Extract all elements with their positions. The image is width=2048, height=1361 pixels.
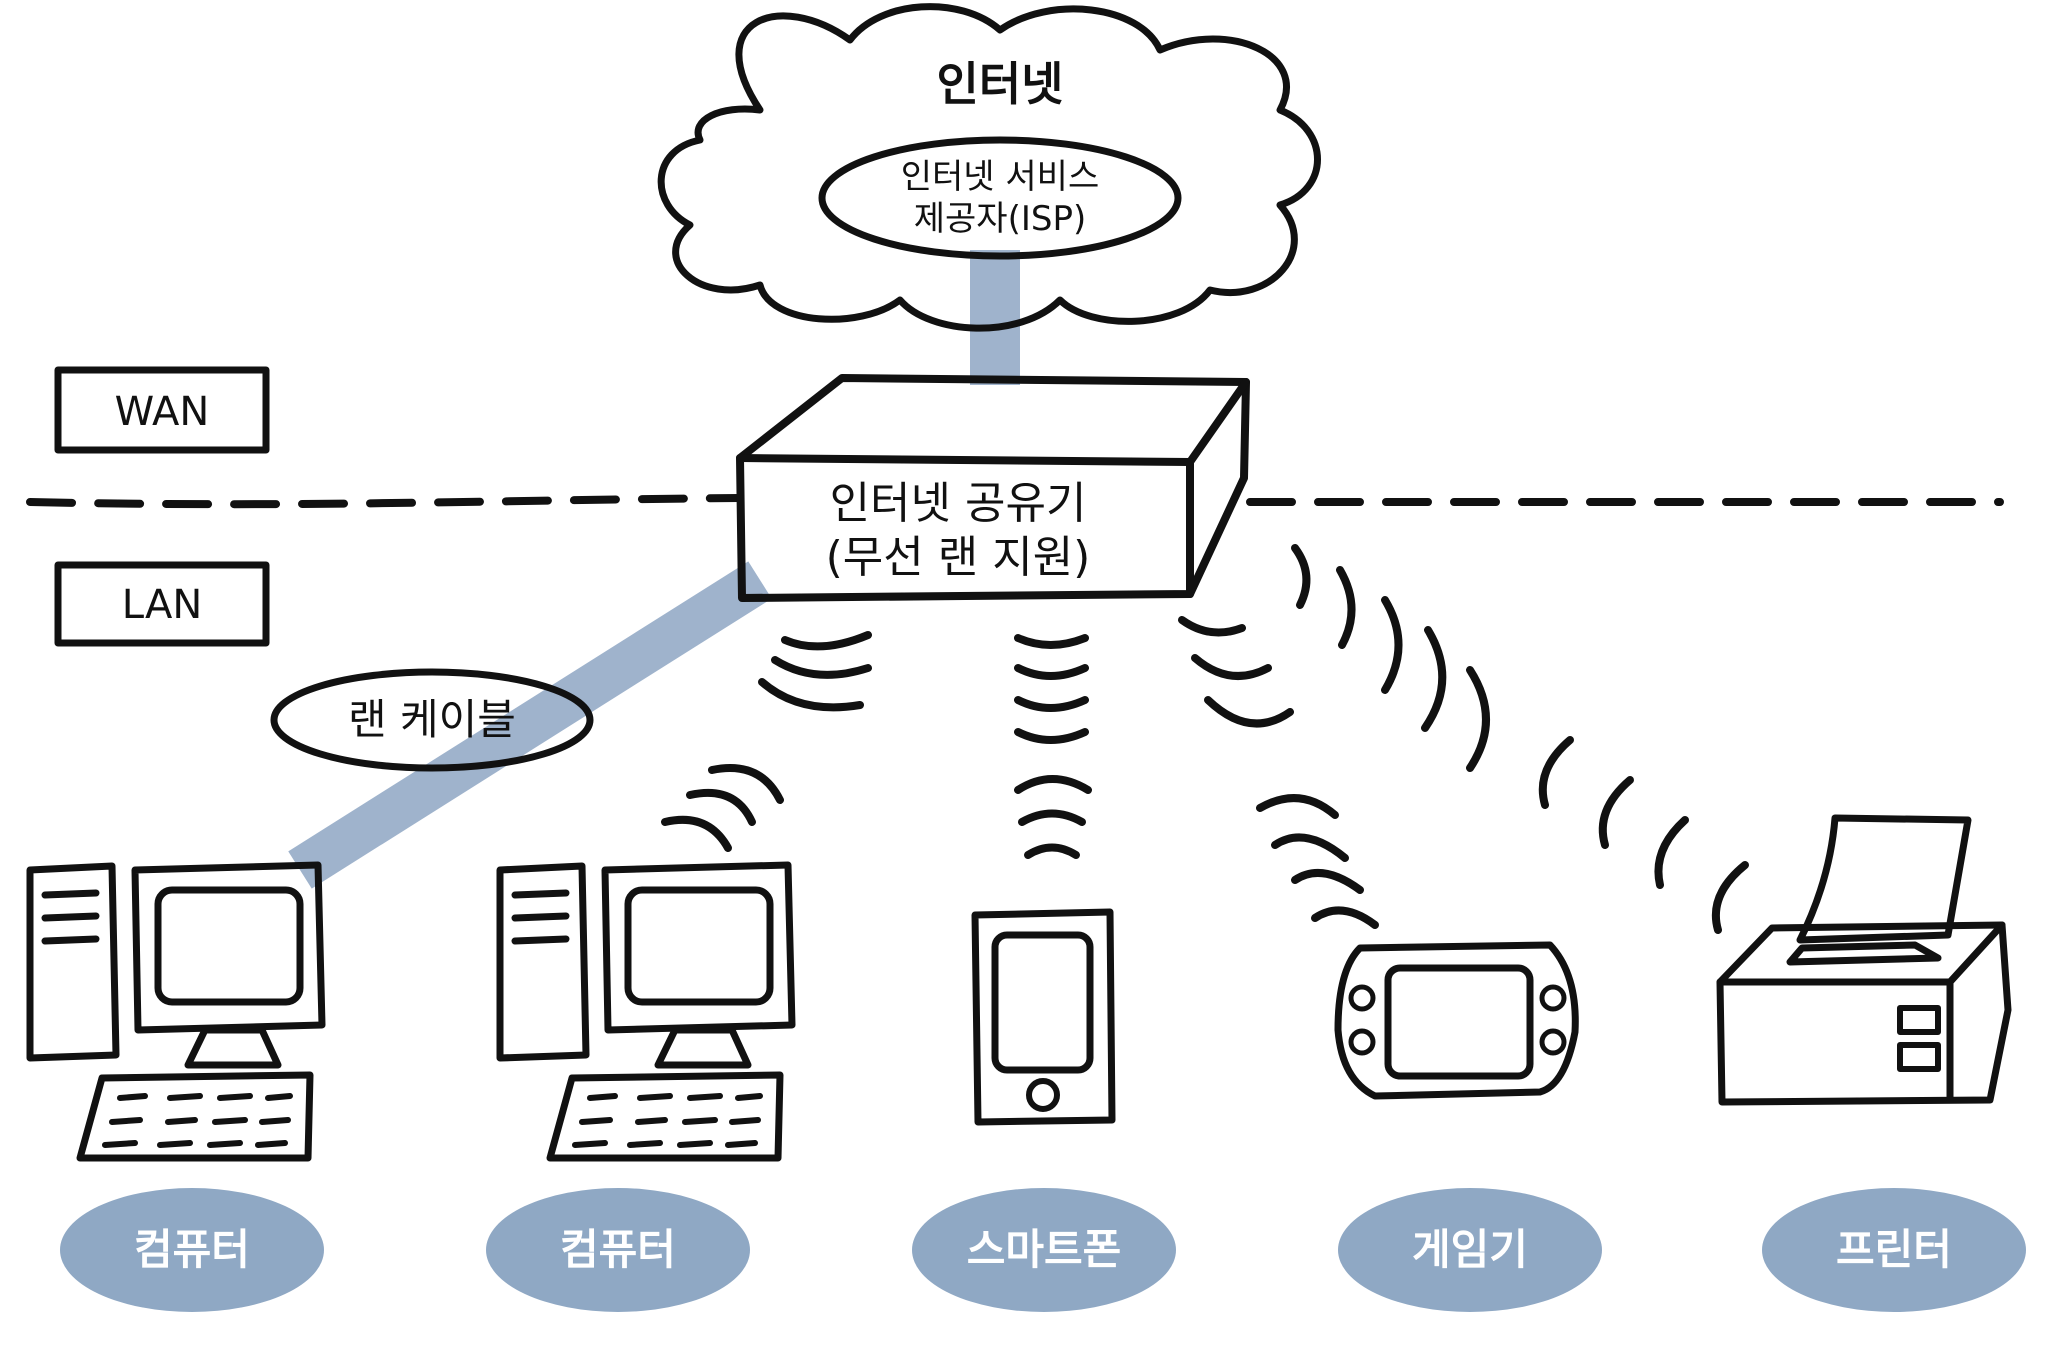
computer-1 bbox=[26, 861, 326, 1162]
game-console bbox=[1334, 941, 1579, 1100]
device-label-computer-1: 컴퓨터 bbox=[60, 1188, 324, 1312]
internet-title: 인터넷 bbox=[937, 57, 1064, 111]
router-box: 인터넷 공유기 (무선 랜 지원) bbox=[736, 374, 1250, 602]
router-label-line2: (무선 랜 지원) bbox=[826, 532, 1091, 583]
wireless-signal-router-right bbox=[1178, 616, 1294, 728]
internet-cloud: 인터넷 인터넷 서비스 제공자(ISP) bbox=[657, 3, 1321, 332]
wireless-signal-computer bbox=[661, 764, 784, 852]
device-label-text: 컴퓨터 bbox=[134, 1225, 250, 1274]
isp-ellipse bbox=[818, 136, 1182, 260]
device-label-smartphone: 스마트폰 bbox=[912, 1188, 1176, 1312]
wireless-signal-game-console bbox=[1256, 794, 1379, 929]
isp-uplink bbox=[970, 250, 1020, 385]
wireless-signal-router-far-right bbox=[1291, 544, 1490, 772]
computer-2 bbox=[496, 861, 796, 1162]
device-label-text: 스마트폰 bbox=[967, 1225, 1122, 1274]
wan-zone-box: WAN bbox=[54, 366, 270, 454]
device-label-printer: 프린터 bbox=[1762, 1188, 2026, 1312]
device-label-text: 게임기 bbox=[1412, 1225, 1528, 1274]
device-label-computer-2: 컴퓨터 bbox=[486, 1188, 750, 1312]
lan-cable-text: 랜 케이블 bbox=[348, 695, 516, 744]
isp-label-line2: 제공자(ISP) bbox=[914, 199, 1086, 239]
lan-cable-label: 랜 케이블 bbox=[270, 668, 594, 772]
smartphone bbox=[971, 908, 1116, 1126]
lan-label: LAN bbox=[122, 582, 203, 628]
wireless-signal-smartphone bbox=[1014, 775, 1092, 859]
printer bbox=[1716, 814, 2012, 1106]
isp-label-line1: 인터넷 서비스 bbox=[901, 157, 1100, 197]
router-label-line1: 인터넷 공유기 bbox=[830, 478, 1087, 529]
device-label-text: 컴퓨터 bbox=[560, 1225, 676, 1274]
wireless-signal-printer bbox=[1538, 736, 1749, 934]
lan-cable bbox=[288, 561, 772, 889]
wan-label: WAN bbox=[115, 389, 210, 435]
device-label-game-console: 게임기 bbox=[1338, 1188, 1602, 1312]
wireless-signal-router-left bbox=[758, 631, 872, 712]
lan-zone-box: LAN bbox=[54, 561, 270, 647]
device-label-text: 프린터 bbox=[1836, 1225, 1952, 1274]
wireless-signal-router-center bbox=[1014, 634, 1089, 744]
wan-lan-divider bbox=[26, 494, 2004, 509]
